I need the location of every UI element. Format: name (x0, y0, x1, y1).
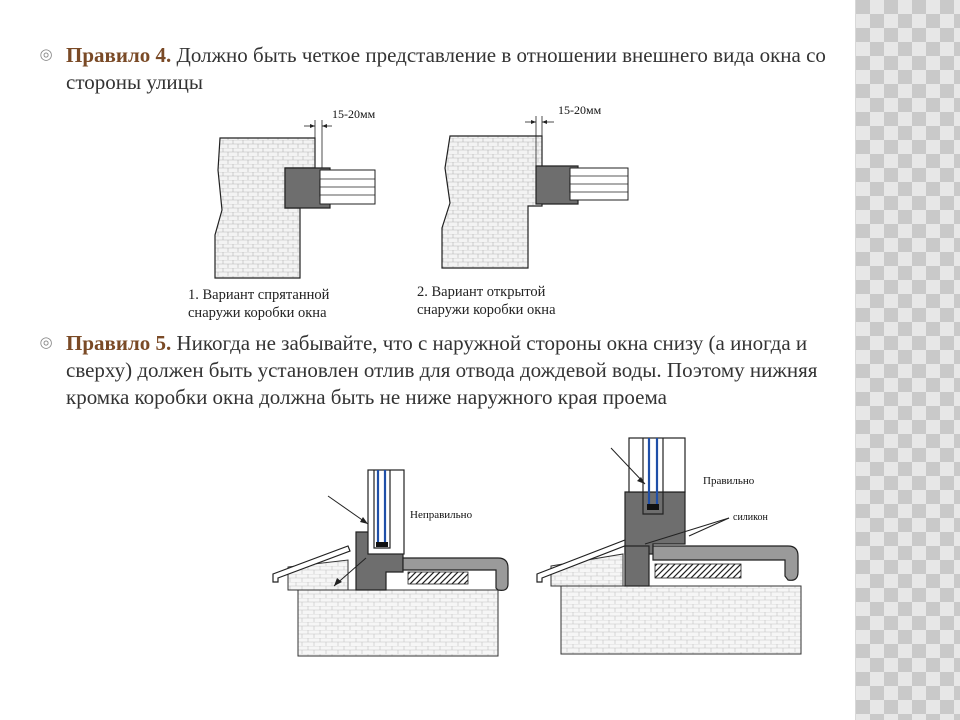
frame-support (624, 545, 650, 587)
hollow-circle-bullet-icon: ◎ (39, 335, 53, 351)
figure-incorrect-sill-diagram: Неправильно (272, 469, 509, 657)
window-frame (624, 491, 686, 555)
wall-lower (560, 585, 802, 655)
incorrect-label: Неправильно (410, 509, 473, 521)
insulation (654, 563, 742, 579)
interior-sill-board (652, 545, 799, 581)
brick-wall (441, 135, 543, 269)
hollow-circle-bullet-icon: ◎ (39, 47, 53, 63)
rule-4-text: Правило 4. Должно быть четкое представле… (66, 42, 830, 96)
correct-label: Правильно (703, 475, 755, 487)
rule-5-title: Правило 5. (66, 331, 172, 355)
brick-wall (214, 137, 316, 279)
wall-lower (297, 589, 499, 657)
rule-5-body: Никогда не забывайте, что с наружной сто… (66, 331, 818, 409)
rule-4-title: Правило 4. (66, 43, 172, 67)
insulation (407, 571, 469, 585)
figure-2-caption: 2. Вариант открытой снаружи коробки окна (417, 283, 556, 319)
figure-exposed-frame-diagram: 15-20мм (441, 103, 629, 269)
figure-1-caption-line-1: 1. Вариант спрятанной (188, 287, 330, 303)
figure-2-caption-line-2: снаружи коробки окна (417, 302, 556, 318)
interior-sill-board (402, 557, 509, 591)
figure-2-caption-line-1: 2. Вариант открытой (417, 284, 546, 300)
rule-5-text: Правило 5. Никогда не забывайте, что с н… (66, 330, 830, 411)
figure-1-caption: 1. Вариант спрятанной снаружи коробки ок… (188, 286, 329, 322)
rule-5-bullet: ◎ Правило 5. Никогда не забывайте, что с… (39, 330, 830, 411)
rule-4-body: Должно быть четкое представление в отнош… (66, 43, 826, 94)
wall-upper (550, 553, 624, 587)
figure-1-caption-line-2: снаружи коробки окна (188, 305, 327, 321)
sealant-label: силикон (733, 512, 768, 523)
rule-4-bullet: ◎ Правило 4. Должно быть четкое представ… (39, 42, 830, 96)
figure-correct-sill-diagram: Правильно силикон (536, 437, 802, 655)
drip-sill (272, 545, 351, 583)
dimension-label: 15-20мм (332, 107, 376, 121)
dimension-label: 15-20мм (558, 103, 602, 117)
figure-hidden-frame-diagram: 15-20мм (214, 107, 376, 279)
decorative-side-pattern (855, 0, 960, 720)
